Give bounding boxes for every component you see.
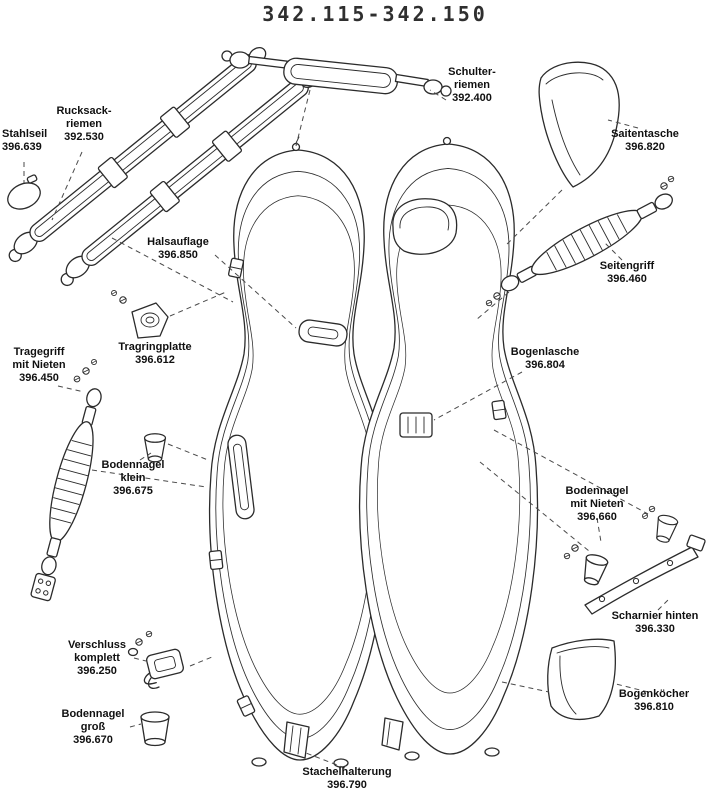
string-pouch (538, 61, 620, 188)
part-label-tragringplatte: Tragringplatte 396.612 (100, 341, 210, 367)
neck-support (298, 319, 348, 347)
edge-latch (227, 257, 245, 279)
edge-latch (208, 549, 224, 571)
part-label-bodennagel-mit-nieten: Bodennagel mit Nieten 396.660 (542, 485, 652, 524)
side-handle (485, 175, 680, 307)
part-name: Verschluss (67, 639, 127, 651)
part-number: 396.820 (625, 141, 665, 153)
part-number: 392.530 (64, 131, 104, 143)
part-name: Seitengriff (599, 260, 655, 272)
part-label-bodennagel-gross: Bodennagel groß 396.670 (38, 708, 148, 747)
part-label-verschluss: Verschluss komplett 396.250 (42, 639, 152, 678)
part-label-bogenkoecher: Bogenköcher 396.810 (601, 688, 707, 714)
part-number: 396.670 (73, 734, 113, 746)
part-label-seitengriff: Seitengriff 396.460 (572, 260, 682, 286)
part-name: Saitentasche (611, 128, 679, 140)
molded-side-handle (227, 434, 255, 520)
endpin-holder-installed (381, 717, 404, 751)
cello-case-left-shell (208, 136, 389, 768)
part-name: Bodennagel (61, 708, 125, 720)
part-number: 396.675 (113, 485, 153, 497)
cello-case-right-shell (358, 136, 539, 761)
edge-latch (491, 399, 507, 421)
part-name: Tragegriff (13, 346, 65, 358)
part-name: Halsauflage (147, 236, 209, 248)
part-name: Stahlseil (2, 128, 48, 140)
part-name: Bogenlasche (510, 346, 580, 358)
part-number: 396.804 (525, 359, 565, 371)
part-label-bogenlasche: Bogenlasche 396.804 (490, 346, 600, 372)
part-label-scharnier-hinten: Scharnier hinten 396.330 (603, 610, 707, 636)
part-name: klein (120, 472, 146, 484)
bow-strap (399, 412, 433, 438)
part-label-schulterriemen: Schulter- riemen 392.400 (417, 66, 527, 105)
part-name: Bodennagel (565, 485, 629, 497)
part-number: 392.400 (452, 92, 492, 104)
part-name: riemen (65, 118, 103, 130)
part-name: Rucksack- (56, 105, 112, 117)
part-number: 396.850 (158, 249, 198, 261)
carry-handle (30, 359, 112, 602)
part-name: riemen (453, 79, 491, 91)
part-label-tragegriff: Tragegriff mit Nieten 396.450 (0, 346, 78, 385)
part-name: Schulter- (448, 66, 496, 78)
part-number: 396.450 (19, 372, 59, 384)
part-name: Bodennagel (101, 459, 165, 471)
part-label-saitentasche: Saitentasche 396.820 (590, 128, 700, 154)
part-number: 396.660 (577, 511, 617, 523)
part-number: 396.250 (77, 665, 117, 677)
ring-plate (111, 290, 169, 339)
large-bottom-pin (140, 711, 170, 747)
part-label-stahlseil: Stahlseil 396.639 (2, 128, 72, 154)
small-bottom-pin (143, 433, 167, 463)
part-number: 396.460 (607, 273, 647, 285)
part-name: Scharnier hinten (611, 610, 699, 622)
edge-latch (236, 695, 256, 717)
part-label-halsauflage: Halsauflage 396.850 (123, 236, 233, 262)
steel-cable (7, 174, 41, 210)
part-name: groß (80, 721, 106, 733)
part-name: mit Nieten (12, 359, 66, 371)
part-number: 396.612 (135, 354, 175, 366)
part-name: Bogenköcher (618, 688, 690, 700)
part-label-stachelhalterung: Stachelhalterung 396.790 (292, 766, 402, 792)
part-number: 396.810 (634, 701, 674, 713)
interior-pocket (392, 198, 458, 255)
part-number: 396.639 (2, 141, 42, 153)
part-name: Tragringplatte (118, 341, 192, 353)
rear-hinge (584, 534, 706, 615)
part-number: 396.330 (635, 623, 675, 635)
latch-assembly (127, 630, 184, 690)
leader-lines (23, 89, 671, 769)
part-name: mit Nieten (570, 498, 624, 510)
part-label-rucksackriemen: Rucksack- riemen 392.530 (29, 105, 139, 144)
endpin-holder-part (283, 721, 310, 759)
page-title: 342.115-342.150 (262, 2, 488, 26)
part-name: komplett (74, 652, 120, 664)
part-label-bodennagel-klein: Bodennagel klein 396.675 (78, 459, 188, 498)
shoulder-strap (221, 50, 452, 97)
part-name: Stachelhalterung (302, 766, 392, 778)
bow-quiver (547, 638, 616, 720)
part-number: 396.790 (327, 779, 367, 791)
